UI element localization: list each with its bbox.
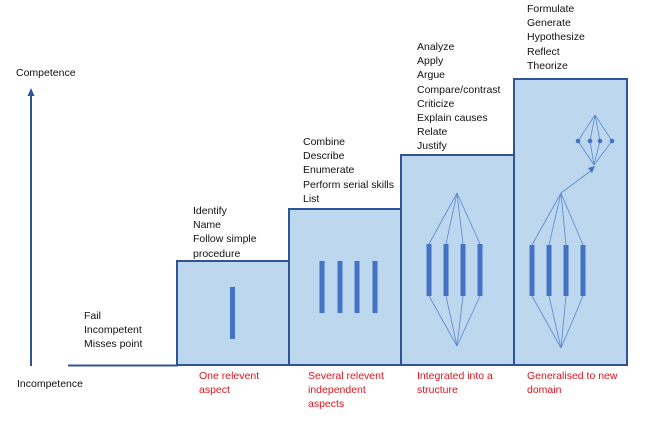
relational-bar xyxy=(460,244,466,296)
verb: Formulate xyxy=(527,3,575,15)
multistructural-bar xyxy=(319,261,325,313)
prestructural-verbs: Fail Incompetent Misses point xyxy=(84,309,142,352)
caption-line: domain xyxy=(527,384,562,397)
multistructural-box xyxy=(288,208,402,366)
extension-connector xyxy=(594,114,601,142)
unistructural-bar xyxy=(230,287,235,339)
caption-line: One relevent xyxy=(199,370,260,382)
extension-dot xyxy=(609,138,615,144)
extension-connector xyxy=(589,140,595,166)
unistructural-verbs: Identify Name Follow simple procedure xyxy=(193,204,257,261)
extension-connector xyxy=(593,140,613,166)
verb: Incompetent xyxy=(84,324,142,337)
extended-abstract-caption: Generalised to new domain xyxy=(527,369,617,397)
verb: Analyze xyxy=(417,41,455,53)
extended-abstract-connector xyxy=(560,295,567,349)
extended-abstract-box xyxy=(513,78,628,366)
verb: Argue xyxy=(417,69,446,82)
relational-connector xyxy=(456,295,481,347)
extended-abstract-connector xyxy=(560,192,584,246)
verb: Reflect xyxy=(527,45,560,58)
extension-connector xyxy=(577,114,596,142)
extended-abstract-connector xyxy=(531,295,562,349)
relational-connector xyxy=(428,295,458,347)
verb: procedure xyxy=(193,247,241,260)
verb: Perform serial skills xyxy=(303,178,395,191)
extension-dot xyxy=(575,138,581,144)
verb: Criticize xyxy=(417,97,455,110)
verb: Follow simple xyxy=(193,233,257,246)
relational-connector xyxy=(445,295,458,347)
relational-verbs: Analyze Apply Argue Compare/contrast Cri… xyxy=(417,40,500,154)
caption-line: aspects xyxy=(308,398,345,411)
extended-abstract-connector xyxy=(548,295,562,349)
multistructural-bar xyxy=(372,261,378,313)
verb: List xyxy=(303,192,320,205)
verb: Apply xyxy=(417,55,444,68)
relational-connector xyxy=(445,192,458,245)
extended-abstract-bar xyxy=(580,245,586,296)
extended-abstract-bar xyxy=(546,245,552,296)
verb: Explain causes xyxy=(417,112,488,125)
relational-caption: Integrated into a structure xyxy=(417,369,493,397)
extension-arrow-line xyxy=(560,169,593,194)
extension-connector xyxy=(593,140,601,166)
extension-connector xyxy=(594,114,613,142)
multistructural-bar xyxy=(354,261,360,313)
caption-line: Integrated into a xyxy=(417,370,493,382)
relational-bar xyxy=(443,244,449,296)
caption-line: Generalised to new xyxy=(527,370,618,382)
verb: Compare/contrast xyxy=(417,83,501,96)
extension-dot xyxy=(597,138,603,144)
axis-top-label: Competence xyxy=(16,67,76,79)
extension-dot xyxy=(587,138,593,144)
relational-bar xyxy=(477,244,483,296)
multistructural-verbs: Combine Describe Enumerate Perform seria… xyxy=(303,135,394,206)
verb: Enumerate xyxy=(303,164,355,177)
verb: Hypothesize xyxy=(527,31,585,44)
relational-box xyxy=(400,154,515,366)
extended-abstract-connector xyxy=(560,192,567,246)
relational-connector xyxy=(456,192,481,245)
verb: Generate xyxy=(527,17,571,30)
caption-line: Several relevent xyxy=(308,370,384,382)
verb: Fail xyxy=(84,310,101,322)
verb: Justify xyxy=(417,140,447,153)
verb: Identify xyxy=(193,205,227,217)
caption-line: structure xyxy=(417,384,458,397)
multistructural-bar xyxy=(337,261,343,313)
axis-bottom-label: Incompetence xyxy=(17,378,83,390)
extended-abstract-connector xyxy=(548,192,562,246)
extended-abstract-connector xyxy=(531,192,562,246)
relational-connector xyxy=(428,192,458,245)
multistructural-caption: Several relevent independent aspects xyxy=(308,369,384,412)
verb: Describe xyxy=(303,150,345,163)
verb: Misses point xyxy=(84,338,143,351)
verb: Theorize xyxy=(527,59,568,72)
caption-line: independent xyxy=(308,384,366,397)
verb: Combine xyxy=(303,136,346,148)
extended-abstract-bar xyxy=(529,245,535,296)
extension-connector xyxy=(577,140,595,166)
extended-abstract-verbs: Formulate Generate Hypothesize Reflect T… xyxy=(527,2,585,73)
verb: Relate xyxy=(417,126,448,139)
extended-abstract-bar xyxy=(563,245,569,296)
unistructural-caption: One relevent aspect xyxy=(199,369,259,397)
axis-arrowhead-icon xyxy=(27,88,35,96)
extension-arrowhead-icon xyxy=(588,166,595,173)
relational-connector xyxy=(456,295,464,347)
extension-connector xyxy=(589,114,596,142)
caption-line: aspect xyxy=(199,384,230,397)
relational-bar xyxy=(426,244,432,296)
extended-abstract-connector xyxy=(560,295,584,349)
relational-connector xyxy=(456,192,464,245)
verb: Name xyxy=(193,219,222,232)
